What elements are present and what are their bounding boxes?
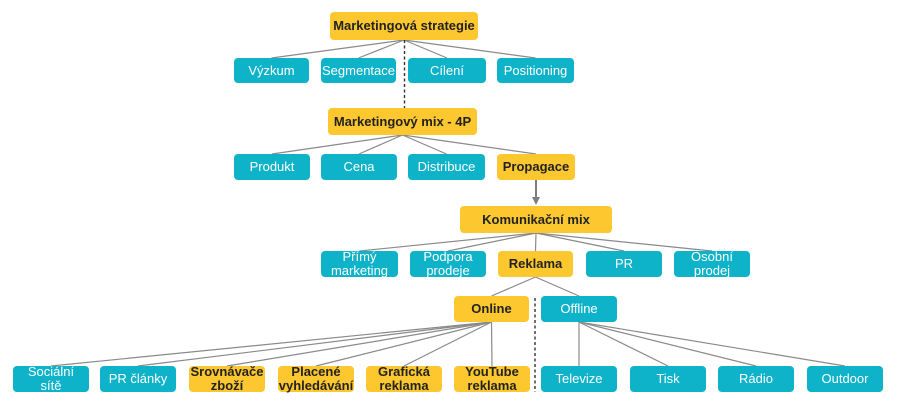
node-segmentace: Segmentace [321,58,396,83]
connector-komunikacni-pr [535,232,625,252]
connector-online-socialni [50,321,492,367]
node-osobni: Osobní prodej [674,250,750,278]
node-produkt: Produkt [234,154,310,180]
node-reklama: Reklama [498,251,573,277]
connector-komunikacni-primy [359,232,537,252]
node-podpora: Podpora prodeje [410,250,486,278]
connector-mix4p-distribuce [402,134,447,155]
connector-offline-outdoor [578,321,846,367]
node-placene: Placené vyhledávání [278,364,354,393]
connector-online-placene [315,321,492,367]
connector-strategie-cileni [403,39,448,59]
connector-komunikacni-reklama [534,232,537,252]
connector-strategie-segmentace [358,39,405,59]
node-propagace: Propagace [497,154,575,180]
connector-mix4p-cena [358,134,403,155]
connector-strategie-vyzkum [271,39,405,59]
connector-offline-radio [578,321,757,367]
node-cileni: Cílení [408,58,486,83]
node-graficka: Grafická reklama [366,365,442,393]
node-mix4p: Marketingový mix - 4P [328,108,477,135]
node-online: Online [454,296,529,322]
node-prclanky: PR články [100,366,176,392]
connector-reklama-offline [535,276,580,297]
connector-komunikacni-osobni [535,232,713,252]
connector-offline-tisk [578,321,669,367]
node-primy: Přímý marketing [321,250,398,278]
connector-mix4p-produkt [271,134,403,155]
connector-mix4p-propagace [402,134,537,155]
node-positioning: Positioning [497,58,574,83]
node-distribuce: Distribuce [408,154,485,180]
connector-reklama-online [491,276,536,297]
connector-online-srovnavace [226,321,492,367]
connector-strategie-positioning [403,39,536,59]
connector-komunikacni-podpora [447,232,537,252]
connector-online-graficka [403,321,492,367]
node-offline: Offline [541,296,617,322]
node-pr: PR [586,251,662,277]
node-socialni: Sociální sítě [13,365,89,393]
node-cena: Cena [321,154,397,180]
node-komunikacni: Komunikační mix [460,206,612,233]
node-strategie: Marketingová strategie [330,12,478,40]
connector-online-prclanky [137,321,492,367]
node-youtube: YouTube reklama [454,365,530,393]
node-srovnavace: Srovnávače zboží [189,364,265,393]
node-radio: Rádio [718,366,794,392]
node-vyzkum: Výzkum [234,58,309,83]
connector-online-youtube [490,321,493,367]
node-televize: Televize [541,366,617,392]
node-outdoor: Outdoor [807,366,883,392]
node-tisk: Tisk [630,366,706,392]
